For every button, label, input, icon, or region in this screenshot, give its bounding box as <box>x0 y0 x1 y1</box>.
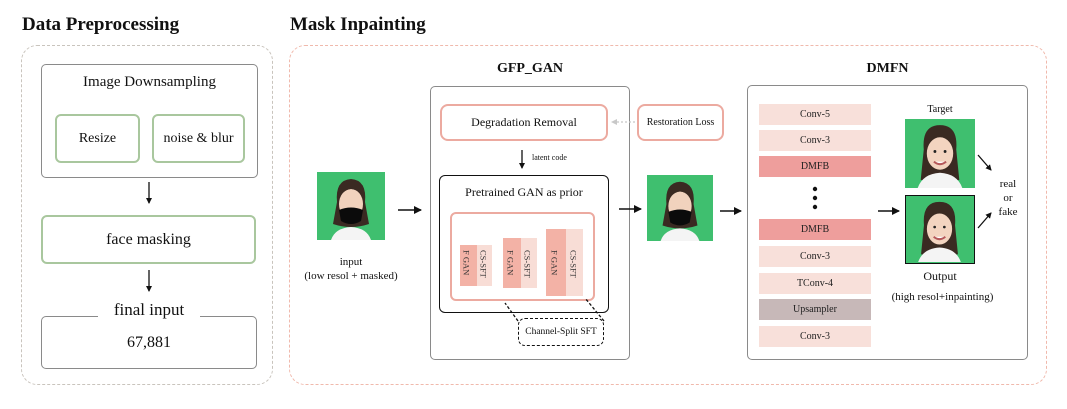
noise-blur-box: noise & blur <box>152 114 245 163</box>
input-caption: input (low resol + masked) <box>296 255 406 283</box>
f-gan-label-3: F GAN <box>549 250 560 276</box>
cs-sft-label-2: CS-SFT <box>522 250 533 278</box>
pretrained-gan-label: Pretrained GAN as prior <box>465 185 583 199</box>
fake-label: fake <box>998 206 1018 218</box>
input-face-image <box>317 172 385 240</box>
data-preprocessing-title: Data Preprocessing <box>22 14 180 35</box>
dmfn-layer-conv3-a: Conv-3 <box>759 130 871 151</box>
f-gan-label-2: F GAN <box>505 250 516 276</box>
target-label: Target <box>927 104 953 115</box>
dashed-link-right <box>584 297 605 322</box>
image-downsampling-box <box>41 64 258 178</box>
cs-sft-block-1 <box>477 245 492 286</box>
degradation-removal-box: Degradation Removal <box>440 104 608 141</box>
restored-face-image <box>647 175 713 241</box>
dmfn-layer-upsampler: Upsampler <box>759 299 871 320</box>
face-masking-box: face masking <box>41 215 256 264</box>
dmfn-layer-dmfb-a: DMFB <box>759 156 871 177</box>
resize-box: Resize <box>55 114 140 163</box>
dmfn-layer-conv3-c: Conv-3 <box>759 326 871 347</box>
output-label: Output <box>923 269 957 283</box>
output-caption: (high resol+inpainting) <box>891 291 994 303</box>
real-label: real <box>999 178 1017 190</box>
gfp-gan-title: GFP_GAN <box>496 61 564 76</box>
input-sublabel: (low resol + masked) <box>304 270 398 282</box>
f-gan-block-1 <box>460 245 477 286</box>
dmfn-ellipsis <box>811 186 819 215</box>
dmfn-layer-tconv4: TConv-4 <box>759 273 871 294</box>
final-input-value: 67,881 <box>127 334 171 351</box>
dmfn-layer-dmfb-b: DMFB <box>759 219 871 240</box>
dmfn-layer-conv3-b: Conv-3 <box>759 246 871 267</box>
target-face-image <box>905 119 975 188</box>
mask-inpainting-panel <box>289 45 1047 385</box>
or-label: or <box>1003 192 1013 204</box>
f-gan-block-2 <box>503 238 521 288</box>
real-or-fake-label: real or fake <box>990 177 1026 219</box>
input-label: input <box>339 256 363 268</box>
gfp-gan-container <box>430 86 630 360</box>
cs-sft-block-3 <box>566 229 583 296</box>
dmfn-title: DMFN <box>866 61 909 76</box>
arrow-output-to-discriminator <box>977 212 992 229</box>
f-gan-label-1: F GAN <box>461 250 472 276</box>
dashed-link-left <box>504 302 519 322</box>
f-gan-block-3 <box>546 229 566 296</box>
mask-inpainting-title: Mask Inpainting <box>290 14 426 35</box>
gan-prior-inner-box <box>450 212 595 301</box>
channel-split-sft-box: Channel-Split SFT <box>518 318 604 346</box>
cs-sft-label-1: CS-SFT <box>478 250 489 278</box>
dmfn-layer-conv5: Conv-5 <box>759 104 871 125</box>
output-face-image <box>905 195 975 264</box>
latent-code-label: latent code <box>532 153 567 162</box>
final-input-label: final input <box>98 298 200 322</box>
cs-sft-label-3: CS-SFT <box>568 250 579 278</box>
cs-sft-block-2 <box>521 238 537 288</box>
image-downsampling-label: Image Downsampling <box>83 74 216 90</box>
pretrained-gan-box <box>439 175 609 313</box>
restoration-loss-box: Restoration Loss <box>637 104 724 141</box>
arrow-target-to-discriminator <box>977 154 992 171</box>
data-preprocessing-panel <box>21 45 273 385</box>
dmfn-container <box>747 85 1028 360</box>
